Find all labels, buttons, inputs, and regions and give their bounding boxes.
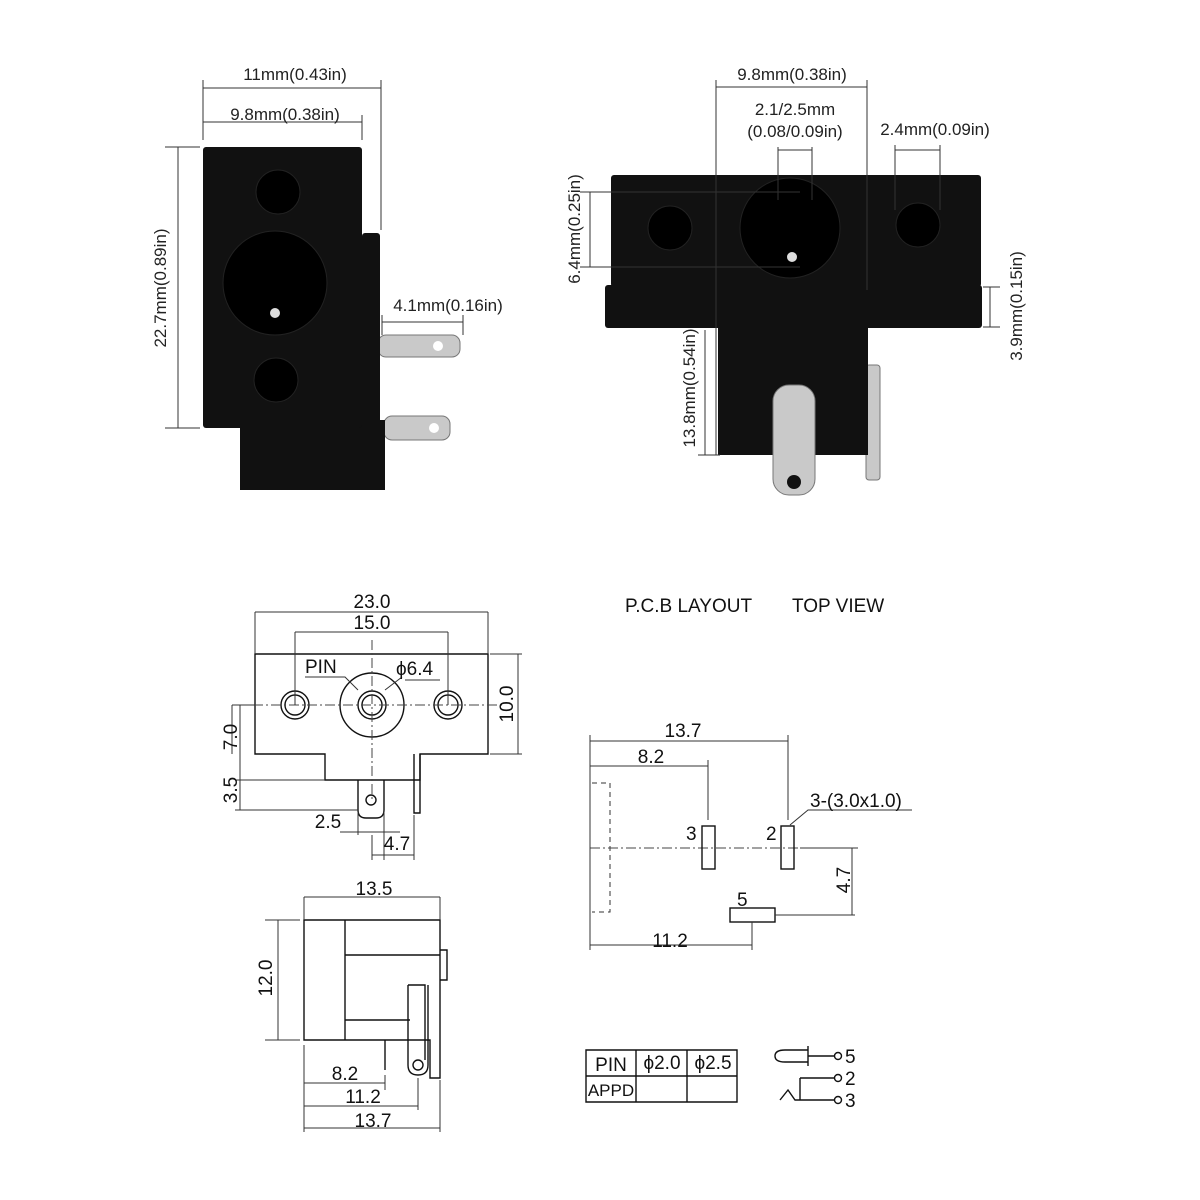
table-row-appd: APPD [588,1081,634,1100]
side-d3-label: 13.7 [355,1111,392,1132]
pcb-layout-title: P.C.B LAYOUT [625,596,752,617]
photo-side-view [605,175,982,496]
schematic-pin-5: 5 [845,1047,856,1068]
pin-table: PIN ϕ2.0 ϕ2.5 APPD [585,1049,738,1103]
front-width-outer-label: 11mm(0.43in) [243,65,347,84]
table-header-pin: PIN [595,1055,627,1076]
photo-front-dimensions: 11mm(0.43in) 9.8mm(0.38in) 22.7mm(0.89in… [151,65,503,429]
side-flange-label: 3.9mm(0.15in) [1007,251,1026,361]
side-pin-dia-line2: (0.08/0.09in) [747,122,842,141]
pcb-layout-subtitle: TOP VIEW [792,596,884,617]
pcb-pin2-label: 2 [766,824,777,845]
schematic-pin-3: 3 [845,1091,856,1112]
table-header-d25: ϕ2.5 [694,1053,731,1074]
pin-offset-label: 2.5 [315,812,341,833]
center-height-label: 7.0 [221,724,242,750]
side-width-label: 9.8mm(0.38in) [737,65,847,84]
pcb-pin3-dist-label: 8.2 [638,747,664,768]
side-hole-dia-label: 2.4mm(0.09in) [880,120,990,139]
photo-side-dimensions: 9.8mm(0.38in) 2.1/2.5mm (0.08/0.09in) 2.… [565,65,1026,456]
hole-spacing-label: 15.0 [354,613,391,634]
pcb-pin5-dist-label: 11.2 [652,931,688,952]
pin-label: PIN [305,657,337,678]
pcb-pin5-label: 5 [737,890,748,911]
side-hole-height-label: 6.4mm(0.25in) [565,174,584,284]
jack-schematic: 5 2 3 [774,1046,856,1112]
schematic-pin-2: 2 [845,1069,856,1090]
side-height-label: 12.0 [256,960,277,997]
tab-height-label: 3.5 [221,777,242,803]
pcb-layout: P.C.B LAYOUT TOP VIEW 13.7 8.2 11.2 4.7 … [589,596,912,952]
front-tab-offset-label: 4.1mm(0.16in) [393,296,503,315]
side-length-label: 13.5 [356,879,393,900]
side-drawing: 13.5 12.0 8.2 11.2 13.7 [256,879,448,1132]
slot-spec-label: 3-(3.0x1.0) [810,791,902,812]
pcb-total-label: 13.7 [665,721,702,742]
side-offset-label: 4.7 [384,834,410,855]
pcb-vertical-label: 4.7 [834,867,855,893]
table-header-d20: ϕ2.0 [643,1053,680,1074]
bore-label: ϕ6.4 [396,659,433,680]
overall-width-label: 23.0 [354,592,391,613]
side-d1-label: 8.2 [332,1064,358,1085]
side-pin-dia-line1: 2.1/2.5mm [755,100,835,119]
front-height-label: 22.7mm(0.89in) [151,228,170,347]
front-drawing: 23.0 15.0 PIN ϕ6.4 10.0 7.0 3.5 2.5 4.7 [221,592,522,860]
side-d2-label: 11.2 [345,1087,381,1108]
front-width-inner-label: 9.8mm(0.38in) [230,105,340,124]
height-label: 10.0 [497,686,518,723]
side-depth-label: 13.8mm(0.54in) [680,328,699,447]
pcb-pin3-label: 3 [686,824,697,845]
photo-front-view [203,147,461,490]
